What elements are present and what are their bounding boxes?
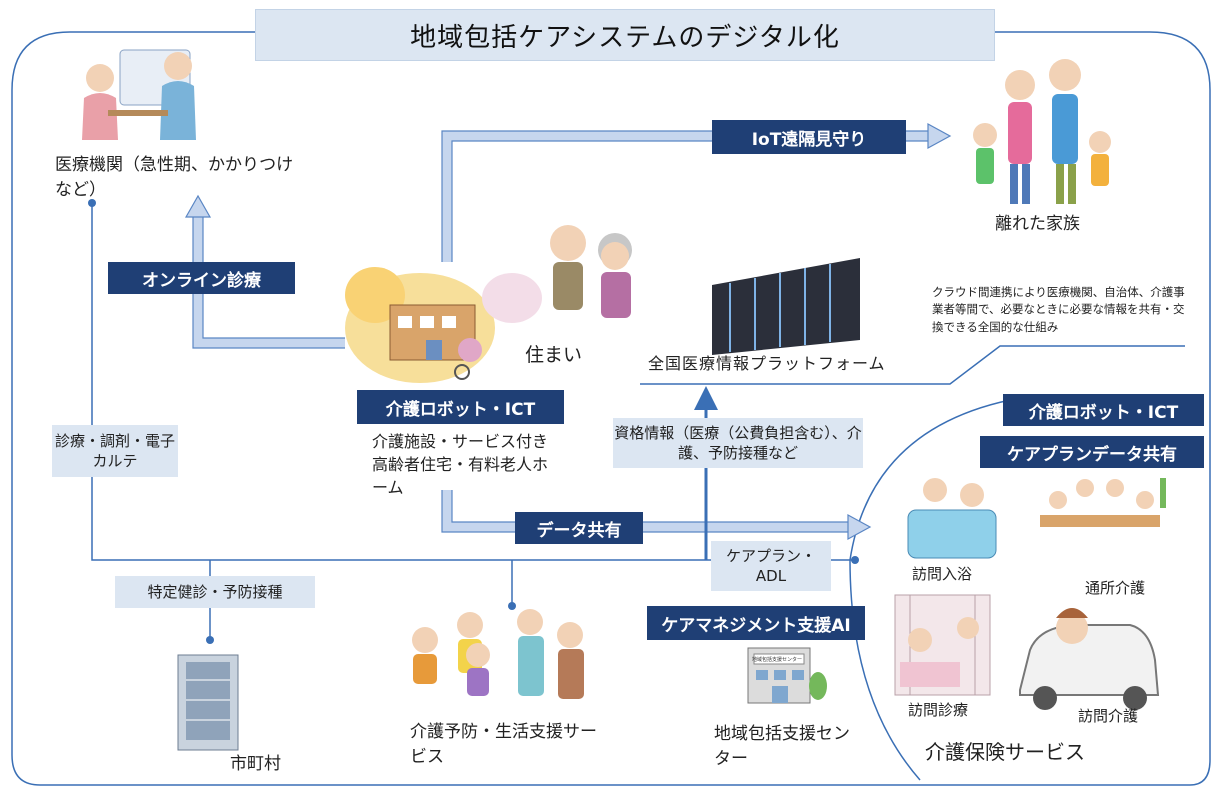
prevention-illustration bbox=[412, 609, 584, 699]
housing-illustration bbox=[345, 267, 542, 383]
support-center-label: 地域包括支援センター bbox=[714, 724, 850, 769]
elderly-couple-illustration bbox=[550, 225, 632, 318]
iot-arrow-shaft bbox=[442, 131, 930, 262]
care-insurance-label: 介護保険サービス bbox=[925, 740, 1085, 764]
platform-underline bbox=[640, 345, 1185, 385]
visit-care-car-illustration bbox=[1019, 608, 1160, 710]
care-robot-ict-label-left: 介護ロボット・ICT bbox=[357, 390, 564, 424]
medical-consultation-illustration bbox=[82, 49, 196, 140]
visit-medical-label: 訪問診療 bbox=[908, 701, 969, 719]
datashare-arrow-shaft bbox=[442, 490, 850, 532]
housing-label: 住まい bbox=[525, 344, 583, 366]
visit-care-label: 訪問介護 bbox=[1078, 707, 1139, 725]
diagnosis-emr-label: 診療・調剤・電子カルテ bbox=[52, 425, 178, 477]
care-management-ai-label: ケアマネジメント支援AI bbox=[647, 606, 865, 640]
prevention-label: 介護予防・生活支援サービス bbox=[410, 722, 597, 767]
building-sign: 地域包括支援センター bbox=[752, 657, 802, 663]
bathing-label: 訪問入浴 bbox=[912, 565, 973, 583]
page-title: 地域包括ケアシステムのデジタル化 bbox=[255, 9, 995, 61]
online-arrowhead bbox=[184, 194, 212, 218]
data-share-label: データ共有 bbox=[515, 512, 643, 544]
medical-bus-line bbox=[91, 200, 855, 561]
online-arrow-outline bbox=[192, 215, 345, 349]
online-arrow-shaft bbox=[193, 215, 345, 348]
bathing-illustration bbox=[907, 478, 997, 559]
medical-institution-label: 医療機関（急性期、かかりつけなど） bbox=[55, 155, 294, 200]
careplan-adl-label: ケアプラン・ADL bbox=[711, 541, 831, 591]
facilities-label: 介護施設・サービス付き高齢者住宅・有料老人ホーム bbox=[372, 432, 549, 498]
iot-monitoring-label: IoT遠隔見守り bbox=[712, 120, 906, 154]
family-illustration bbox=[973, 59, 1111, 204]
qualification-info-label: 資格情報（医療（公費負担含む）、介護、予防接種など bbox=[613, 418, 863, 468]
datashare-arrow-outline bbox=[441, 490, 850, 533]
daycare-label: 通所介護 bbox=[1085, 579, 1146, 597]
municipality-label: 市町村 bbox=[230, 754, 281, 774]
iot-arrowhead bbox=[927, 122, 952, 150]
careplan-data-share-label: ケアプランデータ共有 bbox=[980, 436, 1204, 468]
outer-frame bbox=[11, 31, 1211, 786]
cloud-note: クラウド間連携により医療機関、自治体、介護事業者等間で、必要なときに必要な情報を… bbox=[932, 285, 1185, 334]
platform-label: 全国医療情報プラットフォーム bbox=[648, 354, 886, 373]
server-rack-illustration bbox=[712, 258, 860, 355]
visit-medical-illustration bbox=[894, 594, 991, 696]
online-consultation-label: オンライン診療 bbox=[108, 262, 295, 294]
family-label: 離れた家族 bbox=[995, 214, 1080, 234]
municipality-building-illustration bbox=[177, 654, 239, 751]
care-robot-ict-label-right: 介護ロボット・ICT bbox=[1003, 394, 1204, 426]
daycare-illustration bbox=[1040, 478, 1166, 527]
datashare-arrowhead bbox=[847, 513, 872, 541]
support-center-illustration bbox=[747, 647, 827, 704]
health-checkup-label: 特定健診・予防接種 bbox=[115, 576, 315, 608]
